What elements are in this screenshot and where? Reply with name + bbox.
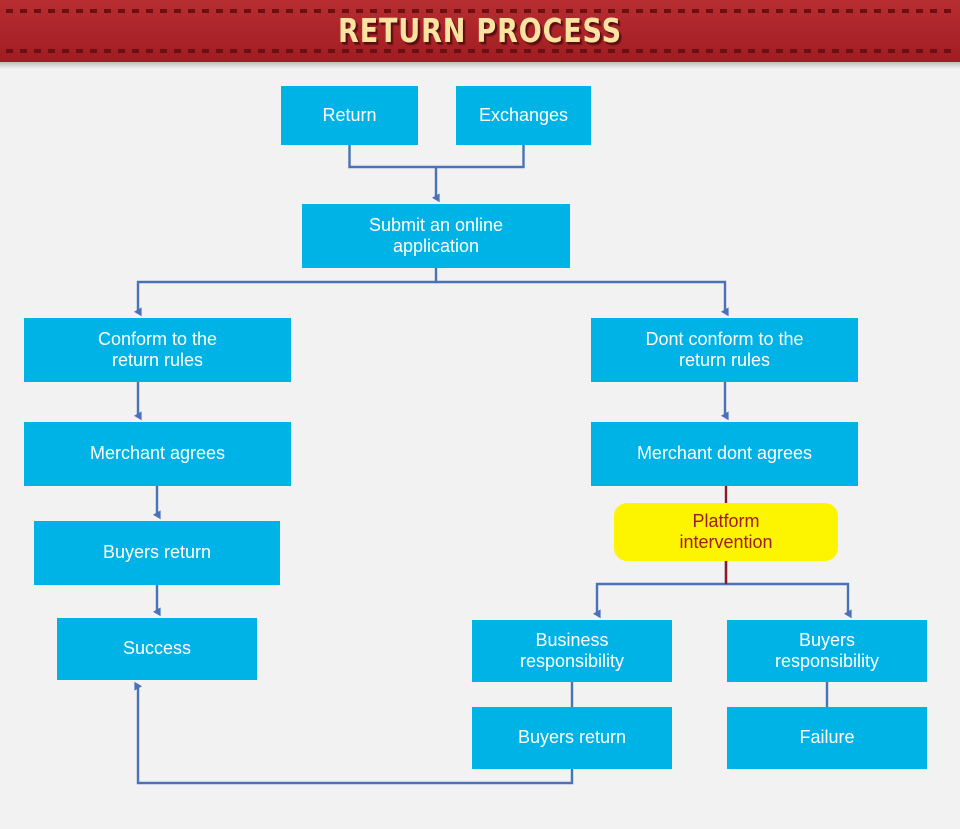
- node-buyers-return-right[interactable]: Buyers return: [472, 707, 672, 769]
- node-dont-conform-to-return-rules[interactable]: Dont conform to the return rules: [591, 318, 858, 382]
- node-conform-to-return-rules[interactable]: Conform to the return rules: [24, 318, 291, 382]
- node-merchant-dont-agrees[interactable]: Merchant dont agrees: [591, 422, 858, 486]
- edge-platform-to-business-resp: [593, 561, 728, 619]
- page-title: RETURN PROCESS: [338, 11, 622, 50]
- node-buyers-return-left[interactable]: Buyers return: [34, 521, 280, 585]
- node-success[interactable]: Success: [57, 618, 257, 680]
- node-return[interactable]: Return: [281, 86, 418, 145]
- node-business-responsibility[interactable]: Business responsibility: [472, 620, 672, 682]
- edge-submit-to-not-conform: [436, 280, 729, 317]
- node-failure[interactable]: Failure: [727, 707, 927, 769]
- edge-submit-to-conform: [134, 268, 438, 317]
- node-merchant-agrees[interactable]: Merchant agrees: [24, 422, 291, 486]
- edge-feedback-to-success: [134, 681, 574, 785]
- node-buyers-responsibility[interactable]: Buyers responsibility: [727, 620, 927, 682]
- node-submit-online-application[interactable]: Submit an online application: [302, 204, 570, 268]
- node-platform-intervention[interactable]: Platform intervention: [614, 503, 838, 561]
- flowchart-canvas: Return Exchanges Submit an online applic…: [0, 62, 960, 829]
- edge-platform-to-buyers-resp: [726, 582, 852, 619]
- header-banner: RETURN PROCESS: [0, 0, 960, 62]
- edge-return-exchanges-merge: [348, 145, 525, 169]
- node-exchanges[interactable]: Exchanges: [456, 86, 591, 145]
- banner-drop-shadow: [0, 62, 960, 69]
